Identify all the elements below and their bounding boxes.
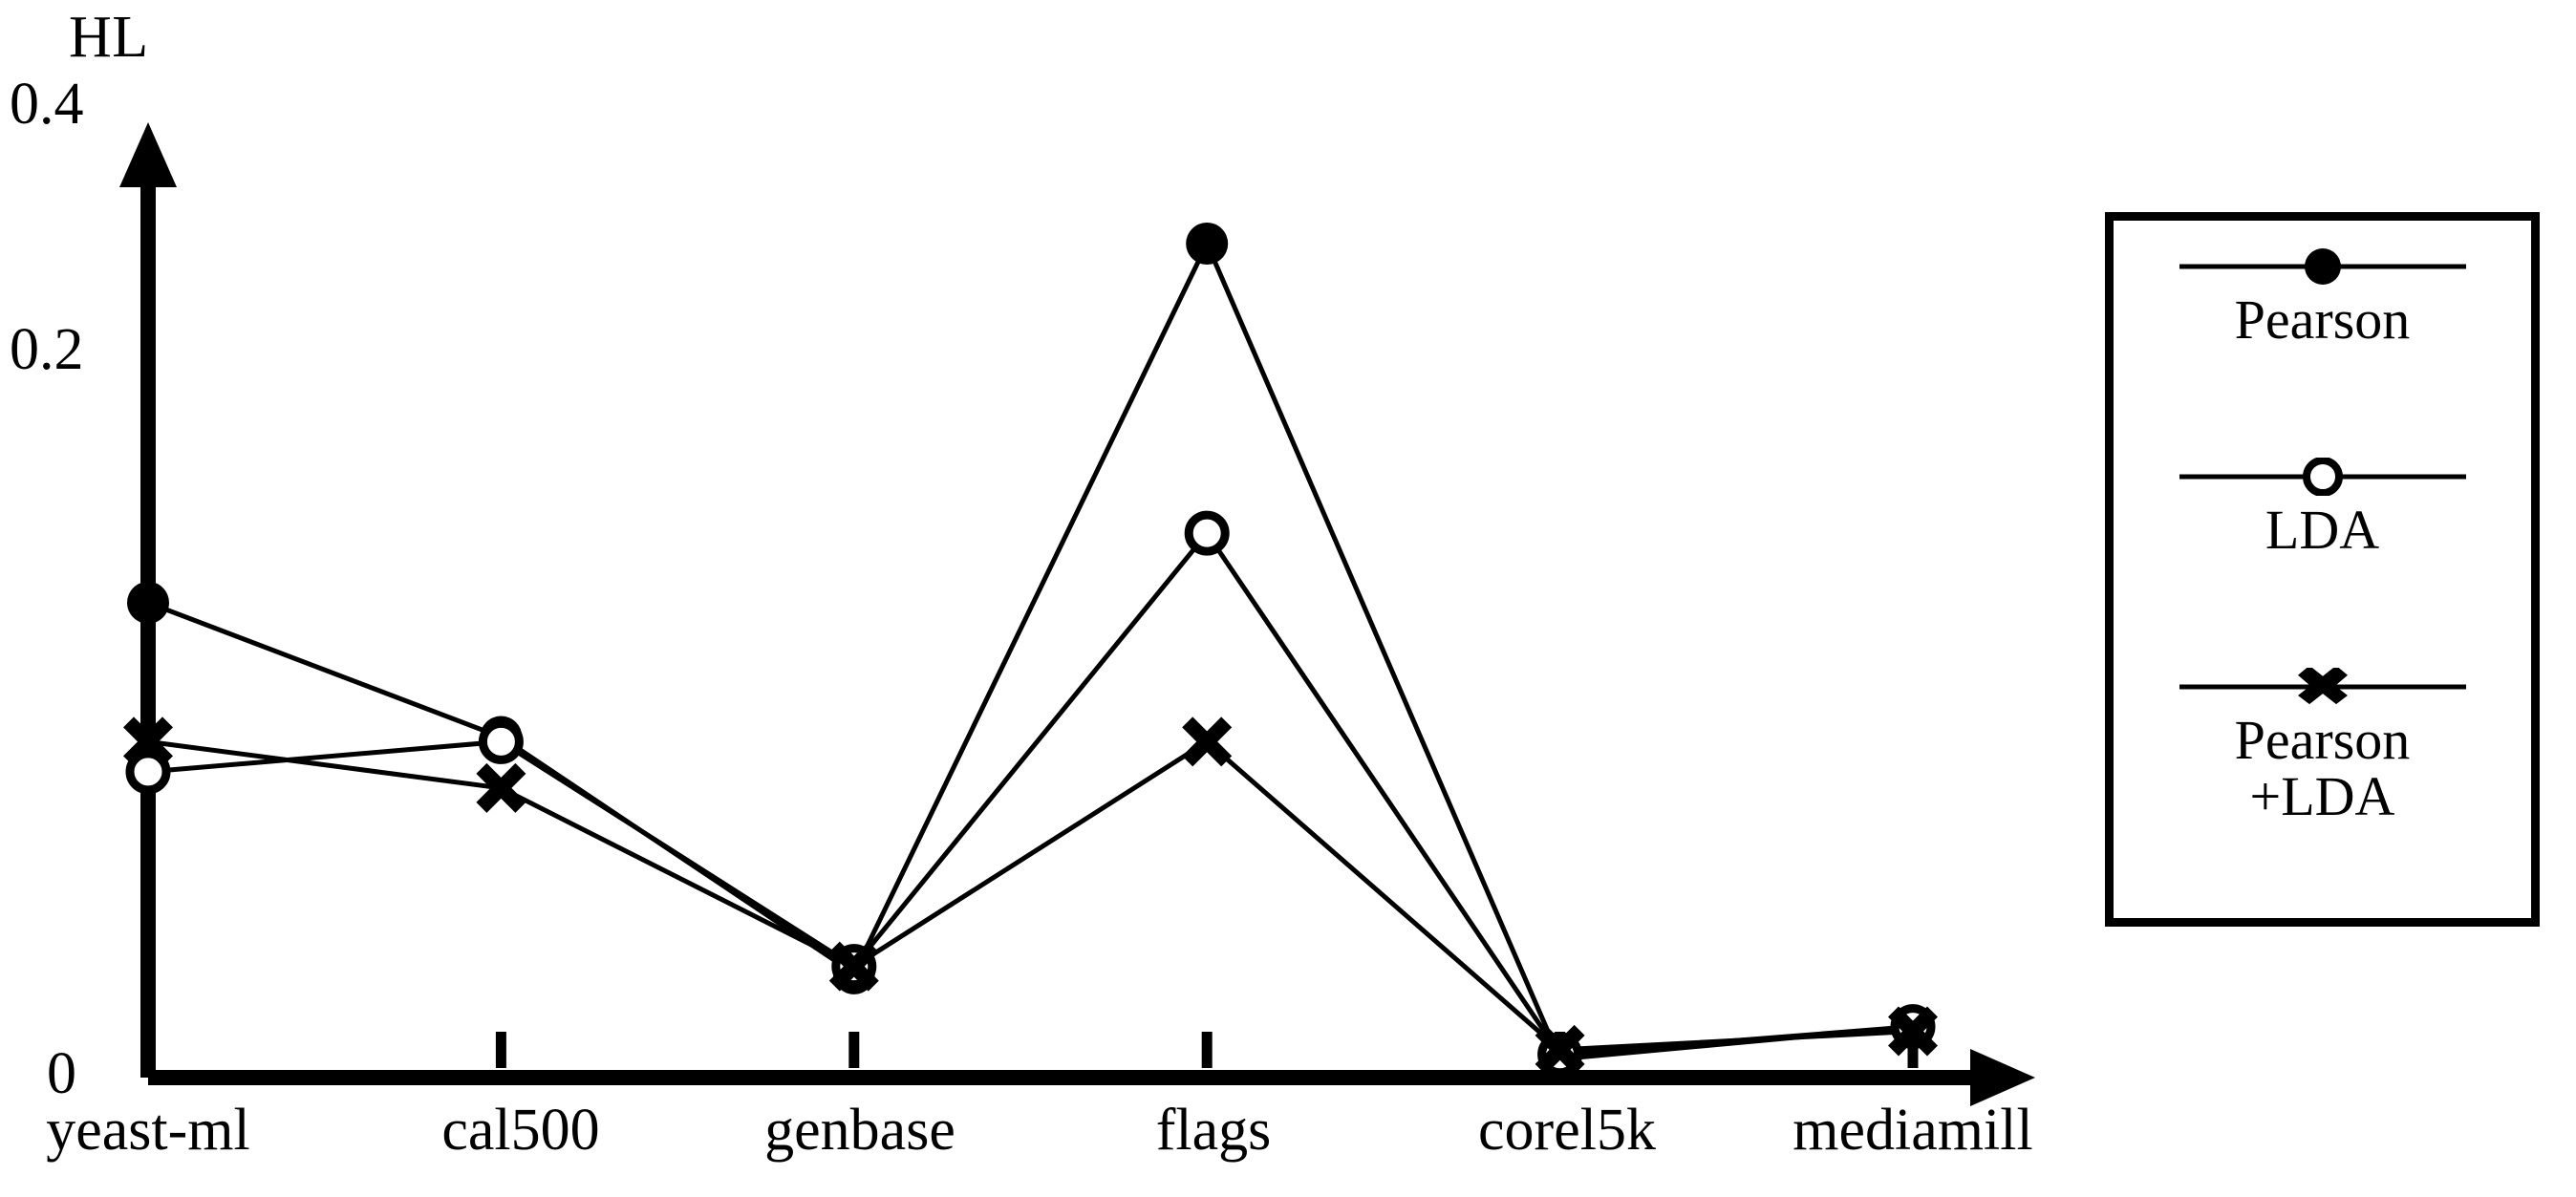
legend-entry-pearson: Pearson <box>2114 247 2531 348</box>
y-tick-label-0.2: 0.2 <box>10 317 84 382</box>
cross-x-icon <box>2114 668 2531 706</box>
legend-label-pearson: Pearson <box>2234 289 2411 351</box>
legend-entry-pearson-lda: Pearson +LDA <box>2114 668 2531 824</box>
legend-label-lda: LDA <box>2265 499 2380 561</box>
filled-circle-icon <box>2114 247 2531 286</box>
legend-label-pearson-lda: Pearson +LDA <box>2234 709 2411 828</box>
x-tick-label-yeast-ml: yeast-ml <box>46 1098 250 1163</box>
x-tick-label-flags: flags <box>1155 1098 1272 1163</box>
y-tick-label-0.4: 0.4 <box>10 72 84 137</box>
x-tick-label-cal500: cal500 <box>441 1098 600 1163</box>
y-tick-label-0: 0 <box>47 1041 76 1106</box>
legend: Pearson LDA Pearson +LDA <box>2105 212 2540 927</box>
x-axis <box>148 1049 2035 1106</box>
series-lines <box>147 237 1914 1062</box>
legend-entry-lda: LDA <box>2114 458 2531 558</box>
x-tick-label-mediamill: mediamill <box>1792 1098 2033 1163</box>
y-axis-title: HL <box>69 5 149 70</box>
x-tick-label-genbase: genbase <box>764 1098 955 1163</box>
x-tick-label-corel5k: corel5k <box>1478 1098 1656 1163</box>
series-markers <box>123 223 1938 1080</box>
x-tick-marks <box>495 1032 1919 1068</box>
open-circle-icon <box>2114 458 2531 496</box>
